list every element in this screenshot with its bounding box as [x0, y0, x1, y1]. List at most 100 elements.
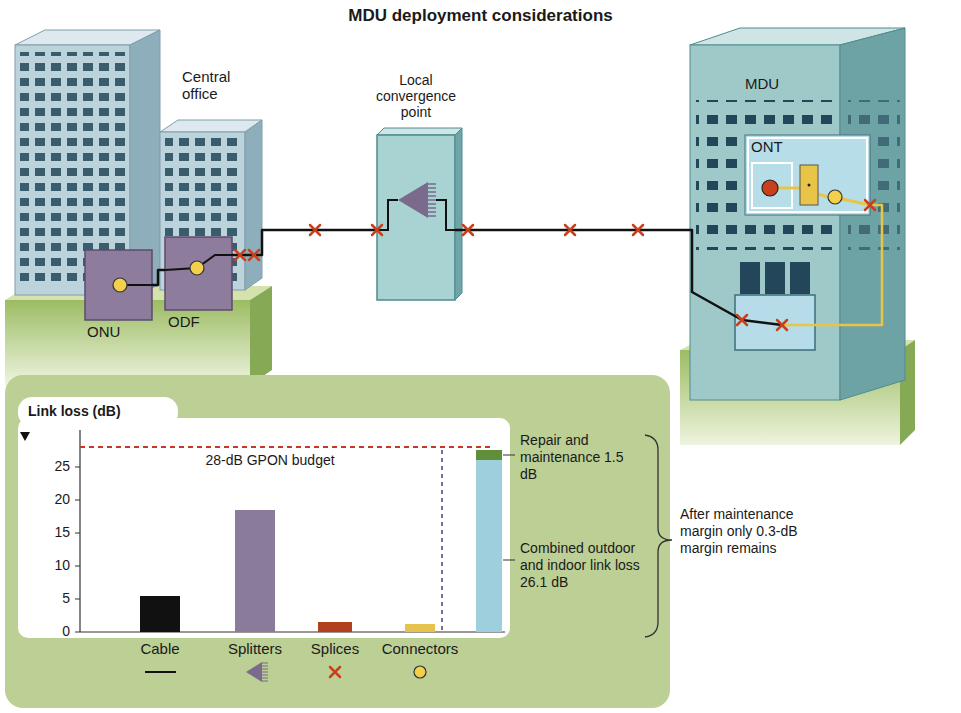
panel-node: ONU — [85, 250, 152, 320]
node-label: Local convergence point — [367, 72, 465, 120]
ont-device — [800, 165, 818, 205]
building-node: Central officeONUODF — [10, 30, 265, 385]
axis-tick-label: 10 — [38, 557, 70, 574]
chart-annotation: After maintenance margin only 0.3-dB mar… — [680, 506, 820, 556]
label-wrap: 10 — [38, 557, 70, 574]
local-convergence-cabinet — [377, 128, 462, 300]
connector-symbol — [113, 190, 842, 678]
label-wrap: Connectors — [372, 640, 468, 658]
loss-chart — [5, 375, 672, 708]
local-convergence-cabinet — [455, 128, 462, 300]
connectors-bar — [405, 624, 435, 632]
splice-mark — [235, 200, 875, 677]
mdu-building — [690, 45, 840, 400]
connector-symbol — [113, 278, 127, 292]
splice-mark — [463, 225, 473, 235]
label-wrap: 5 — [38, 590, 70, 607]
cable-bar — [140, 596, 180, 632]
link-loss-bar — [476, 460, 502, 632]
category-label: Cable — [115, 640, 205, 658]
loss-chart — [80, 446, 492, 448]
axis-tick-label: 20 — [38, 491, 70, 508]
junction-box — [735, 295, 815, 350]
odf-panel — [165, 237, 232, 310]
splitters-bar — [235, 510, 275, 632]
local-convergence-cabinet — [398, 182, 428, 218]
loss-chart — [262, 663, 268, 681]
central-office-building — [5, 30, 272, 385]
label-wrap: Splices — [290, 640, 380, 658]
maintenance-bar — [476, 450, 502, 460]
chart-annotation: Link loss (dB) — [28, 403, 173, 420]
splice-mark — [235, 250, 245, 260]
ont-panel — [752, 163, 792, 208]
splitter-symbol — [246, 662, 262, 682]
ont-device — [762, 180, 778, 196]
axis-tick-label: 0 — [38, 623, 70, 640]
title-wrap: MDU deployment considerations — [0, 6, 961, 26]
label-wrap: 20 — [38, 491, 70, 508]
central-office-building — [245, 120, 262, 290]
local-convergence-cabinet — [377, 128, 462, 135]
chart-annotation: 28-dB GPON budget — [195, 452, 345, 469]
splices-bar — [318, 622, 352, 632]
fiber-segment — [152, 270, 165, 285]
splice-mark — [777, 320, 787, 330]
splice-mark — [249, 250, 259, 260]
axis-tick-label: 25 — [38, 458, 70, 475]
loss-chart — [441, 450, 443, 632]
fiber-connector — [455, 205, 882, 325]
ont-panel — [745, 135, 870, 215]
label-wrap: Link loss (dB) — [28, 403, 173, 420]
splice-mark — [565, 225, 575, 235]
mdu-building — [765, 262, 785, 294]
label-wrap: Cable — [115, 640, 205, 658]
label-wrap: 25 — [38, 458, 70, 475]
cabinet-node: Local convergence point — [377, 72, 455, 300]
onu-panel — [85, 250, 152, 320]
fiber-segment — [232, 230, 377, 255]
label-wrap: Repair and maintenance 1.5 dB — [520, 432, 630, 482]
loss-chart — [503, 455, 515, 456]
ont-panel — [745, 135, 870, 215]
junction-box — [735, 295, 815, 350]
label-wrap: 0 — [38, 623, 70, 640]
label-wrap: 15 — [38, 524, 70, 541]
mdu-building — [790, 262, 810, 294]
loss-chart — [503, 560, 515, 561]
local-convergence-cabinet — [377, 135, 455, 300]
odf-panel — [165, 237, 232, 310]
label-wrap: After maintenance margin only 0.3-dB mar… — [680, 506, 820, 556]
axis-tick-label: 5 — [38, 590, 70, 607]
splice-mark — [737, 315, 747, 325]
local-convergence-cabinet — [436, 200, 455, 230]
node-label: Central office — [182, 68, 262, 103]
diagram-title: MDU deployment considerations — [348, 6, 612, 26]
splice-mark — [633, 225, 643, 235]
splice-mark — [865, 200, 875, 210]
fiber-segment — [455, 230, 782, 325]
mdu-building — [740, 262, 760, 294]
building-node: MDUONT — [690, 30, 905, 440]
brace — [645, 435, 672, 637]
loss-chart — [18, 418, 510, 638]
category-label: Connectors — [372, 640, 468, 658]
connector-symbol — [190, 261, 204, 275]
device-node: ONT — [745, 135, 870, 215]
category-label: Splitters — [205, 640, 305, 658]
loss-chart — [5, 375, 670, 708]
onu-panel — [85, 250, 152, 320]
fiber-segment — [782, 205, 882, 325]
fiber-connector — [232, 230, 377, 255]
node-label: ONU — [87, 323, 147, 340]
ont-device — [762, 165, 818, 205]
chart-annotation: Repair and maintenance 1.5 dB — [520, 432, 630, 482]
splice-mark — [372, 225, 382, 235]
splice-mark — [330, 667, 340, 677]
fiber-connector — [152, 270, 165, 285]
connector-symbol — [828, 190, 842, 204]
node-label: ONT — [751, 138, 811, 155]
ont-panel — [818, 194, 828, 197]
